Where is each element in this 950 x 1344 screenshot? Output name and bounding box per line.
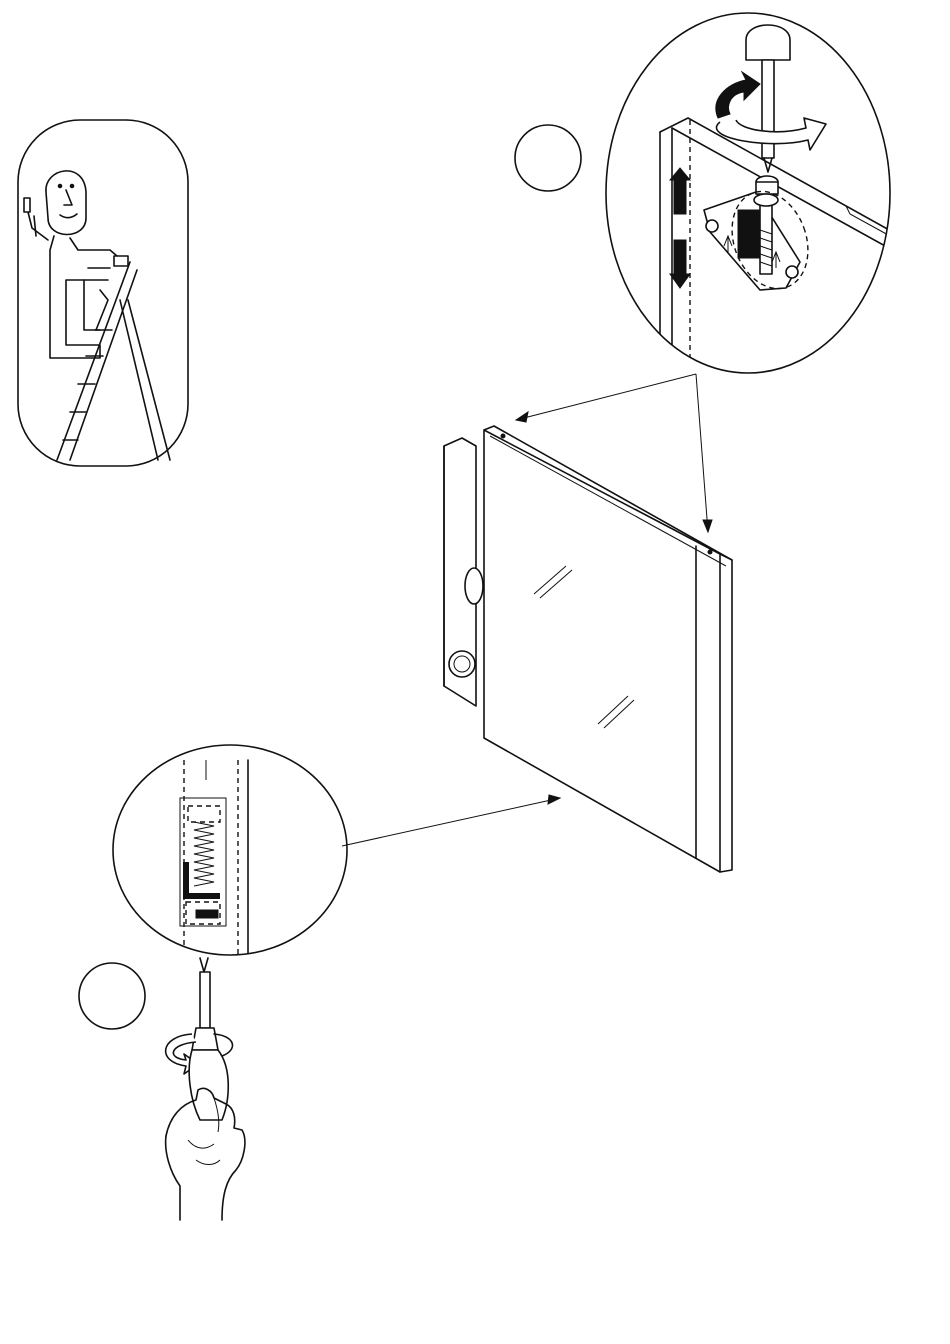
step-2-marker — [79, 963, 145, 1029]
step-1-marker — [515, 125, 581, 191]
detail-top-hinge — [606, 13, 900, 400]
screwdriver-hand-icon — [166, 958, 245, 1220]
safety-panel — [18, 120, 188, 466]
person-on-ladder-icon — [24, 171, 170, 460]
door-assembly — [444, 426, 732, 872]
detail-bottom-spring — [113, 745, 347, 960]
